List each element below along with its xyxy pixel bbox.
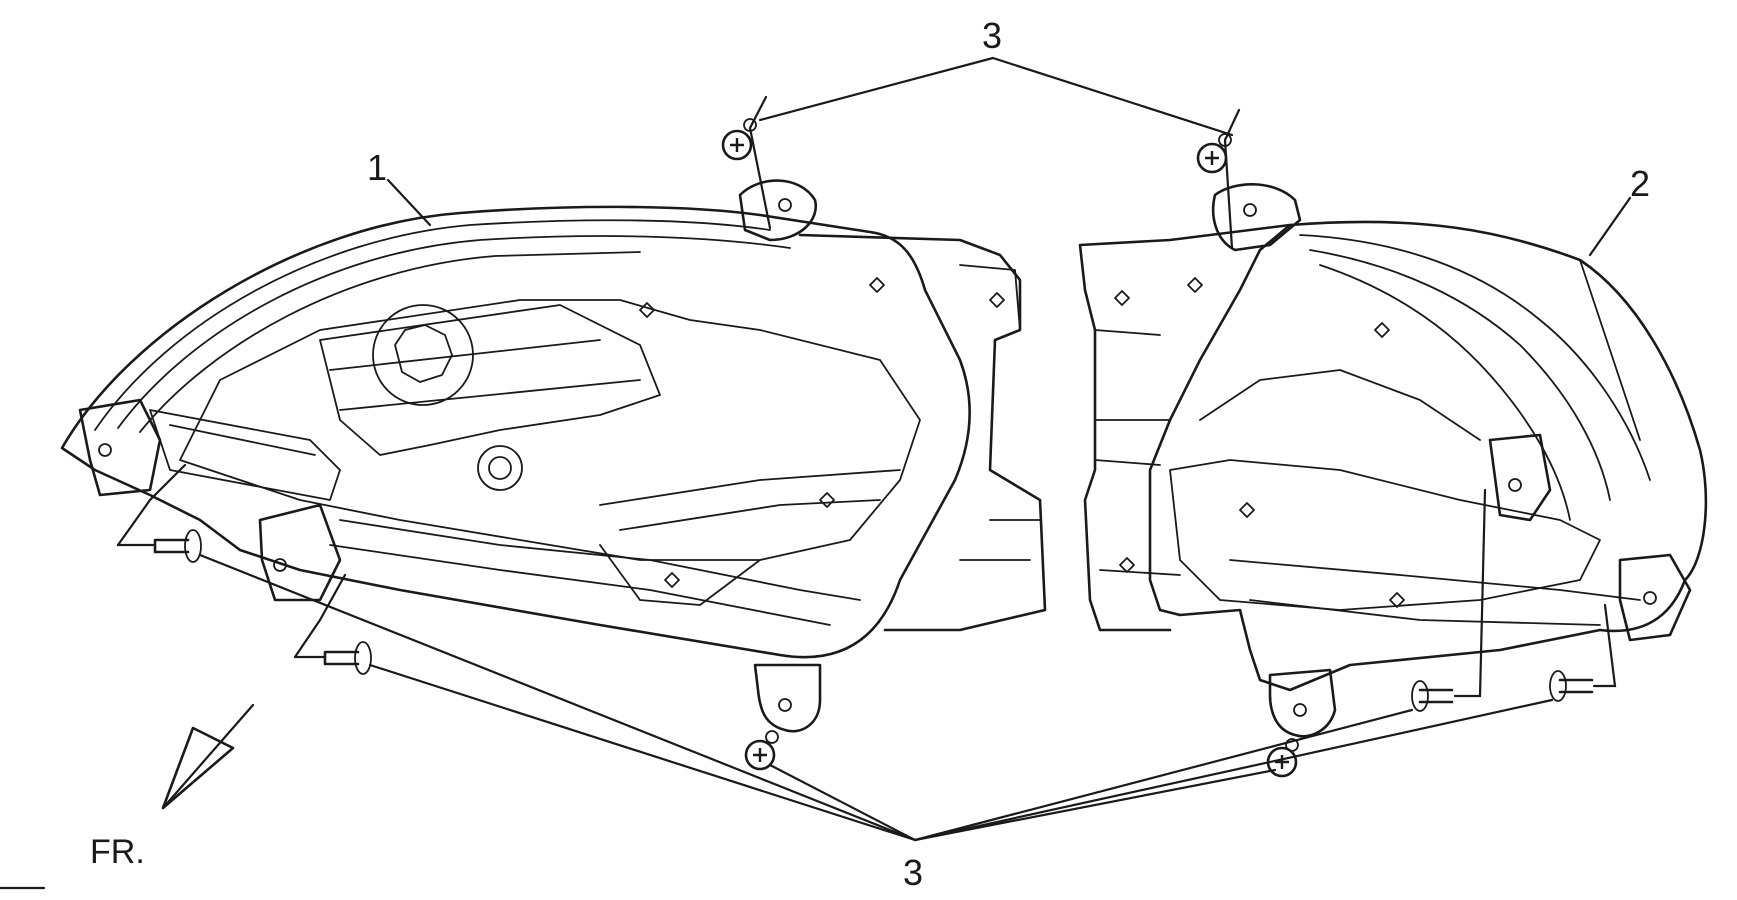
- right-headlamp-assembly: [1078, 183, 1708, 738]
- front-direction-label: FR.: [90, 833, 145, 871]
- clip-pin-icon: [323, 641, 372, 675]
- callout-part-2: 2: [1630, 163, 1650, 204]
- screw-icon: [1196, 142, 1228, 174]
- screw-icon: [744, 739, 776, 771]
- leader-lines: [116, 56, 1632, 842]
- clip-pin-icon: [1411, 680, 1454, 712]
- callout-fastener-bottom: 3: [903, 852, 923, 893]
- callout-part-1: 1: [367, 147, 387, 188]
- clip-pin-icon: [1549, 670, 1594, 702]
- front-direction-arrow: [161, 703, 255, 810]
- screw-icon: [721, 129, 753, 161]
- clip-pin-icon: [153, 529, 202, 563]
- callout-fastener-top: 3: [982, 15, 1002, 56]
- left-headlamp-assembly: [60, 179, 1047, 733]
